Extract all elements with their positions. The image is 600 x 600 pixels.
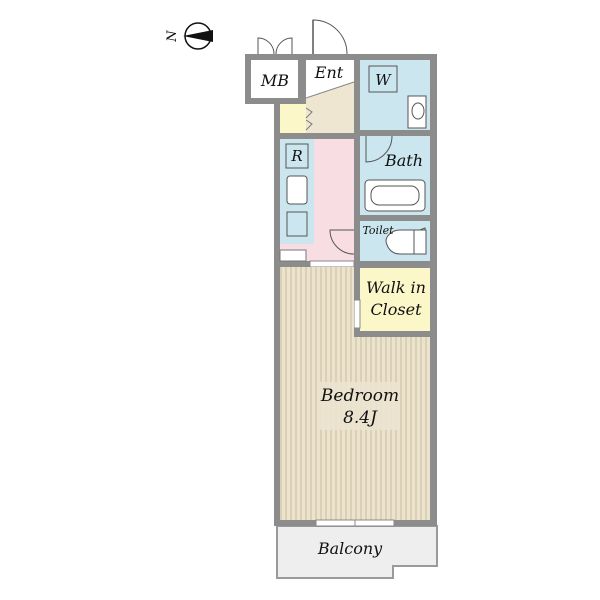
washer-box <box>368 65 398 93</box>
walk-in-closet-label-2: Closet <box>370 300 422 319</box>
compass-north-label: N <box>165 30 180 43</box>
entrance: Ent <box>305 19 355 133</box>
kitchen-shelf <box>279 249 307 262</box>
toilet: Toilet <box>360 221 430 261</box>
sliding-door <box>309 260 355 268</box>
fridge-label: R <box>290 147 302 165</box>
walk-in-closet-floor <box>360 268 430 331</box>
bedroom-size: 8.4J <box>343 408 378 428</box>
shoe-storage-floor <box>280 104 306 133</box>
bedroom-label: Bedroom <box>320 386 399 406</box>
walk-in-closet-label-1: Walk in <box>366 278 426 297</box>
closet-door <box>353 299 361 329</box>
kitchen: R <box>279 139 355 262</box>
fridge-box <box>285 143 309 169</box>
balcony-label: Balcony <box>317 539 383 558</box>
stove-icon <box>286 211 308 237</box>
balcony: Balcony <box>276 525 438 579</box>
entrance-floor <box>306 82 354 133</box>
washer-label: W <box>375 71 392 89</box>
bath: Bath <box>360 135 430 215</box>
toilet-label: Toilet <box>362 224 394 237</box>
entrance-step <box>305 81 355 99</box>
entrance-door-swing <box>312 19 348 55</box>
mb-door-swing <box>257 37 293 55</box>
walk-in-closet: Walk in Closet <box>353 268 430 331</box>
entrance-label: Ent <box>314 63 344 82</box>
mb-label: MB <box>260 71 289 90</box>
sink-icon <box>411 102 425 120</box>
bedroom: Bedroom 8.4J <box>280 267 430 527</box>
kitchen-sink-icon <box>286 175 308 205</box>
bedroom-label-bg <box>320 382 400 430</box>
shoe-storage-doors <box>305 107 313 131</box>
toilet-tank <box>413 229 427 255</box>
shoe-storage <box>280 104 313 133</box>
compass: N <box>165 22 213 50</box>
washroom: W <box>360 60 430 130</box>
bath-label: Bath <box>384 151 423 170</box>
compass-needle-icon <box>183 30 213 42</box>
mb-floor <box>251 60 298 98</box>
sliding-door-track <box>309 260 355 268</box>
mb-room: MB <box>245 37 303 104</box>
bath-door-swing <box>365 135 393 163</box>
kitchen-door-swing <box>329 229 355 255</box>
bathtub-inner <box>370 185 420 206</box>
